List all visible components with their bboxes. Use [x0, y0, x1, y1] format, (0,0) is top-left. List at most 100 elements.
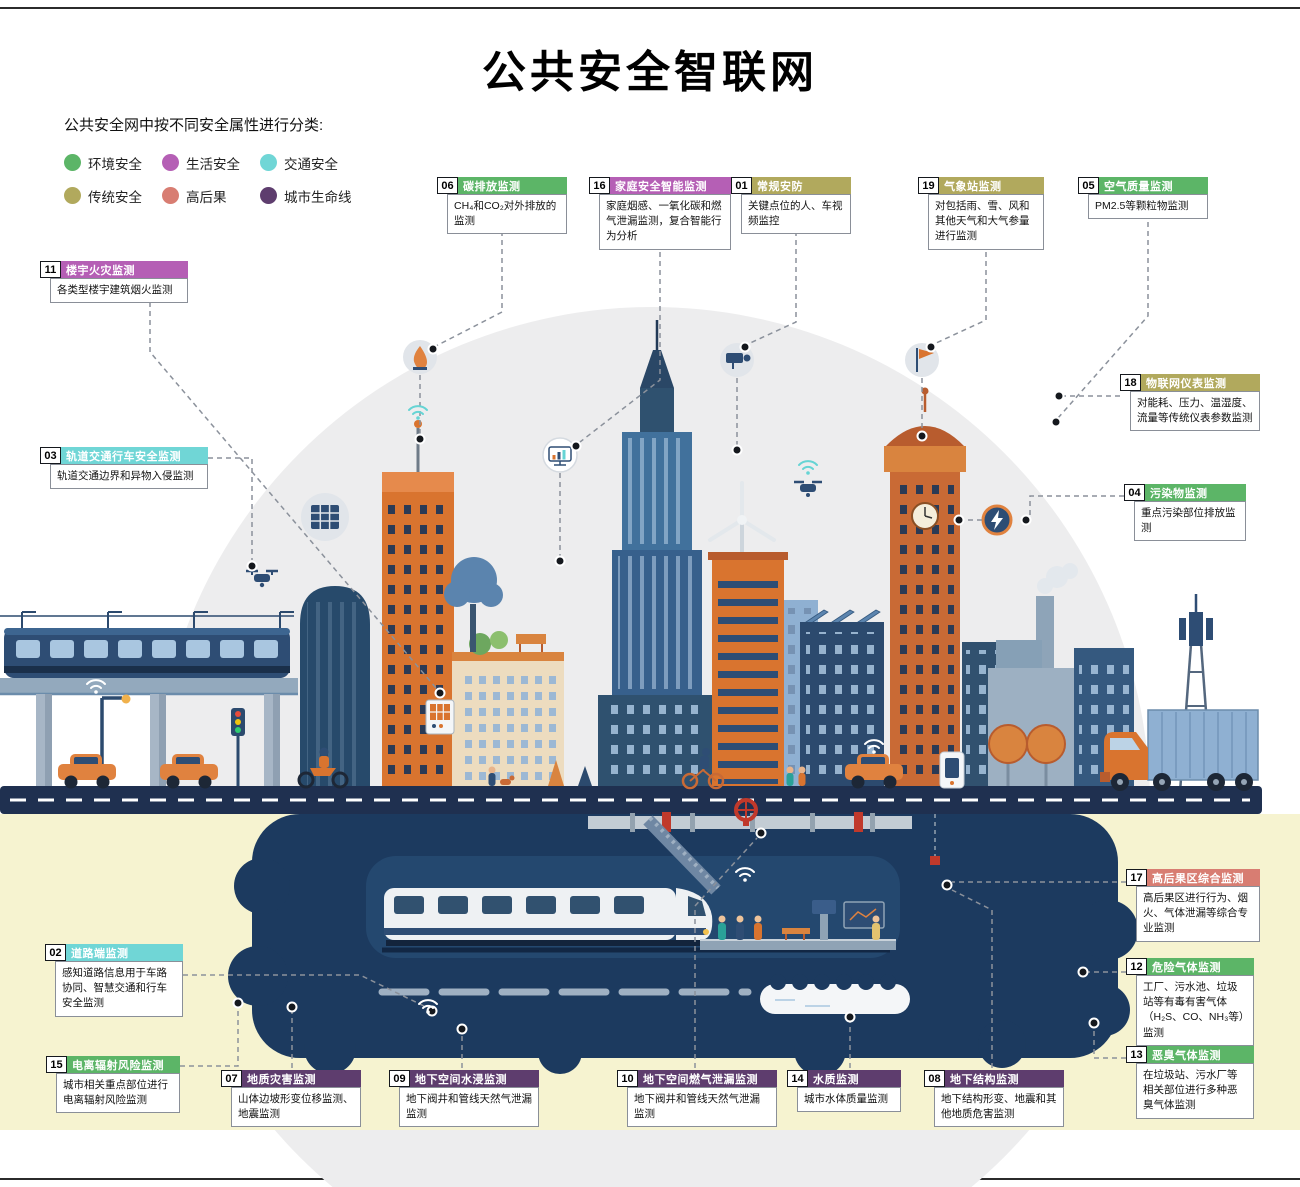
callout-desc: 地下阀井和管线天然气泄漏监测 [627, 1087, 777, 1128]
callout-title: 地下空间燃气泄漏监测 [638, 1070, 777, 1087]
callout-number: 09 [389, 1070, 410, 1087]
elevated-train [0, 611, 298, 786]
callout-number: 04 [1124, 484, 1145, 501]
legend-label: 环境安全 [88, 156, 142, 172]
legend-dot [260, 187, 277, 204]
callout-number: 07 [221, 1070, 242, 1087]
subway-train [384, 888, 713, 946]
callout-title: 常规安防 [752, 177, 851, 194]
callout-desc: 在垃圾站、污水厂等相关部位进行多种恶臭气体监测 [1136, 1063, 1254, 1119]
callout-title: 道路端监测 [66, 944, 183, 961]
taxi [845, 754, 903, 789]
legend-dot [162, 154, 179, 171]
callout-number: 17 [1126, 869, 1147, 886]
road [0, 786, 1262, 814]
callout-number: 02 [45, 944, 66, 961]
callout-number: 06 [437, 177, 458, 194]
callout-number: 01 [731, 177, 752, 194]
callout-title: 高后果区综合监测 [1147, 869, 1260, 886]
water-pocket [760, 974, 910, 1014]
callout-desc: 城市水体质量监测 [797, 1087, 901, 1113]
callout-number: 15 [46, 1056, 67, 1073]
legend-label: 城市生命线 [284, 189, 352, 205]
monitor-chart-icon [542, 437, 578, 473]
callout-desc: 轨道交通边界和异物入侵监测 [50, 464, 208, 490]
callout-title: 碳排放监测 [458, 177, 567, 194]
taxi [160, 754, 218, 789]
connector-dots [232, 341, 1100, 1035]
legend-label: 交通安全 [284, 156, 338, 172]
callout-desc: 关键点位的人、车视频监控 [741, 194, 851, 235]
callout-desc: 家庭烟感、一氧化碳和燃气泄漏监测，复合智能行为分析 [599, 194, 731, 250]
callout-number: 10 [617, 1070, 638, 1087]
drone-icon-2 [794, 480, 822, 497]
callout-number: 08 [924, 1070, 945, 1087]
iot-box-icon [301, 493, 349, 541]
taxi [58, 754, 116, 789]
smart-kiosk [939, 751, 965, 789]
callout-number: 12 [1126, 958, 1147, 975]
callout-title: 地质灾害监测 [242, 1070, 361, 1087]
callout-desc: 工厂、污水池、垃圾站等有毒有害气体（H₂S、CO、NH₃等）监测 [1136, 975, 1254, 1046]
wifi-signal-icons [86, 405, 884, 1014]
legend-label: 高后果 [186, 189, 227, 205]
legend-item-lifeline: 城市生命线 [260, 179, 380, 212]
legend-dot [64, 154, 81, 171]
callout-number: 13 [1126, 1046, 1147, 1063]
callout-title: 水质监测 [808, 1070, 901, 1087]
fire-alarm-panel [425, 699, 455, 735]
callout-desc: 对包括雨、雪、风和其他天气和大气参量进行监测 [928, 194, 1044, 250]
subway-platform [700, 900, 896, 950]
truck [1100, 709, 1259, 791]
legend-label: 生活安全 [186, 156, 240, 172]
motorcycle [297, 747, 349, 789]
callout-desc: PM2.5等颗粒物监测 [1088, 194, 1208, 220]
gas-pipe [588, 798, 912, 832]
callout-number: 19 [918, 177, 939, 194]
power-icon [981, 504, 1013, 536]
callout-desc: 地下结构形变、地震和其他地质危害监测 [934, 1087, 1064, 1128]
hanging-sensor [930, 856, 940, 865]
callout-title: 危险气体监测 [1147, 958, 1254, 975]
callout-number: 18 [1120, 374, 1141, 391]
connector-lines [149, 222, 1149, 1068]
callout-desc: 感知道路信息用于车路协同、智慧交通和行车安全监测 [55, 961, 183, 1017]
callout-title: 楼宇火灾监测 [61, 261, 188, 278]
cyclist [681, 748, 725, 790]
top-rule [0, 7, 1300, 9]
legend-dot [64, 187, 81, 204]
callout-number: 03 [40, 447, 61, 464]
callout-desc: 对能耗、压力、温湿度、流量等传统仪表参数监测 [1130, 391, 1260, 432]
legend-item-high-consequence: 高后果 [162, 179, 260, 212]
legend-dot [162, 187, 179, 204]
legend-label: 传统安全 [88, 189, 142, 205]
callout-desc: 山体边坡形变位移监测、地震监测 [231, 1087, 361, 1128]
callout-title: 电离辐射风险监测 [67, 1056, 180, 1073]
pedestrians [488, 766, 806, 786]
callout-title: 轨道交通行车安全监测 [61, 447, 208, 464]
callout-desc: CH₄和CO₂对外排放的监测 [447, 194, 567, 235]
legend-intro: 公共安全网中按不同安全属性进行分类: [64, 117, 324, 134]
legend-item-traditional: 传统安全 [64, 179, 162, 212]
callout-title: 地下空间水浸监测 [410, 1070, 539, 1087]
callout-number: 14 [787, 1070, 808, 1087]
callout-title: 污染物监测 [1145, 484, 1246, 501]
callout-title: 气象站监测 [939, 177, 1044, 194]
legend-item-traffic: 交通安全 [260, 146, 380, 179]
